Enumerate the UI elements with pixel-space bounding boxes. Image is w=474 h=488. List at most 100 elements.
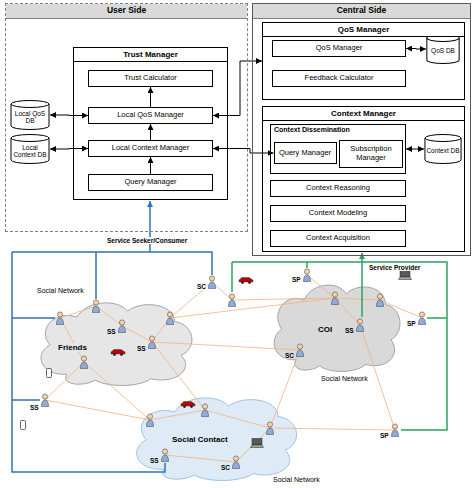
network-label: SC bbox=[196, 283, 207, 290]
network-label: SC bbox=[220, 464, 231, 471]
process-box: Trust Calculator bbox=[88, 70, 213, 87]
connector-arrow bbox=[150, 124, 151, 140]
network-label: SP bbox=[379, 432, 390, 439]
database-cylinder: Context DB bbox=[424, 134, 462, 164]
phone-icon bbox=[21, 421, 26, 430]
cylinder-top bbox=[11, 101, 49, 108]
database-cylinder: Local QoS DB bbox=[10, 100, 50, 130]
process-box: Feedback Calculator bbox=[272, 70, 406, 87]
database-cylinder: Local Context DB bbox=[10, 134, 50, 164]
group-box: Context DisseminationQuery Manager Subscr… bbox=[270, 124, 406, 174]
process-box: Context Acquisition bbox=[270, 230, 406, 247]
car-icon bbox=[239, 278, 253, 284]
label-holder: SP bbox=[379, 432, 390, 439]
database-label: Context DB bbox=[426, 147, 459, 154]
side-title: User Side bbox=[6, 4, 247, 19]
manager-box: Trust ManagerTrust CalculatorLocal QoS M… bbox=[73, 47, 228, 200]
label-holder: Social Network bbox=[36, 287, 85, 295]
box-label: Query Manager bbox=[124, 178, 176, 187]
network-label: Service Seeker/Consumer bbox=[106, 237, 188, 244]
network-label: SP bbox=[406, 320, 417, 327]
network-label: SC bbox=[284, 352, 295, 359]
network-label: SS bbox=[149, 457, 160, 464]
network-label: SS bbox=[344, 327, 355, 334]
manager-title: Trust Manager bbox=[74, 48, 227, 62]
box-label: Context Acquisition bbox=[306, 234, 370, 243]
person-icon bbox=[209, 276, 216, 289]
connector-arrow bbox=[213, 149, 274, 154]
manager-title: QoS Manager bbox=[263, 23, 464, 37]
label-holder: Service Seeker/Consumer bbox=[106, 237, 188, 244]
phone-icon bbox=[47, 369, 52, 378]
cylinder-top bbox=[425, 135, 461, 142]
side-panel: Central SideQoS ManagerQoS ManagerFeedba… bbox=[252, 3, 471, 256]
label-holder: SC bbox=[196, 283, 207, 290]
social-cloud: Friends bbox=[30, 298, 198, 386]
cloud-label: COI bbox=[316, 325, 334, 334]
network-label: Social Network bbox=[320, 375, 369, 383]
group-title: Context Dissemination bbox=[271, 125, 405, 135]
label-holder: SP bbox=[406, 320, 417, 327]
process-box: Local QoS Manager bbox=[88, 107, 213, 124]
box-label: Local Context Manager bbox=[112, 144, 190, 153]
box-label: Feedback Calculator bbox=[305, 74, 374, 83]
cylinder-top bbox=[11, 135, 49, 142]
connector-arrow bbox=[50, 115, 88, 117]
process-box: Local Context Manager bbox=[88, 140, 213, 157]
label-holder: Service Provider bbox=[368, 264, 421, 271]
label-holder: SS bbox=[106, 328, 117, 335]
cloud-shape bbox=[137, 398, 297, 481]
person-icon bbox=[304, 269, 311, 282]
cylinder-top bbox=[427, 35, 459, 42]
box-label: Local QoS Manager bbox=[117, 111, 184, 120]
network-label: Social Network bbox=[36, 287, 85, 295]
process-box: Context Modeling bbox=[270, 205, 406, 222]
box-label: Context Reasoning bbox=[306, 184, 370, 193]
side-panel: User SideTrust ManagerTrust CalculatorLo… bbox=[5, 3, 248, 232]
database-cylinder: QoS DB bbox=[426, 34, 460, 64]
network-label: SS bbox=[106, 328, 117, 335]
connector-arrow bbox=[213, 61, 262, 116]
network-label: SP bbox=[291, 276, 302, 283]
database-label: Local Context DB bbox=[12, 144, 48, 158]
label-holder: Social Network bbox=[272, 476, 321, 484]
box-label: QoS Manager bbox=[316, 44, 363, 53]
person-icon bbox=[419, 312, 426, 325]
social-cloud: Social Contact bbox=[125, 393, 303, 481]
person-icon bbox=[332, 292, 339, 305]
cloud-shape bbox=[41, 303, 192, 386]
label-holder: SS bbox=[136, 345, 147, 352]
database-label: QoS DB bbox=[431, 47, 455, 54]
network-label: SS bbox=[29, 404, 40, 411]
laptop-icon bbox=[399, 271, 412, 280]
manager-title: Context Manager bbox=[263, 107, 464, 121]
cloud-outline bbox=[30, 298, 198, 386]
box-label: Subscription Manager bbox=[343, 145, 399, 162]
network-label: Social Network bbox=[272, 476, 321, 484]
label-holder: Social Network bbox=[320, 375, 369, 383]
box-label: Query Manager bbox=[279, 149, 331, 158]
person-icon bbox=[42, 394, 49, 407]
person-icon bbox=[229, 294, 236, 307]
process-box: Subscription Manager bbox=[339, 140, 403, 168]
cloud-label: Friends bbox=[56, 343, 89, 352]
network-label: SS bbox=[136, 345, 147, 352]
manager-box: Context ManagerContext DisseminationQuer… bbox=[262, 106, 465, 252]
cloud-shape bbox=[274, 285, 400, 371]
database-label: Local QoS DB bbox=[12, 110, 48, 124]
person-icon bbox=[392, 424, 399, 437]
connector-arrow bbox=[406, 149, 424, 150]
process-box: Query Manager bbox=[88, 174, 213, 191]
label-holder: SP bbox=[291, 276, 302, 283]
connector-arrow bbox=[150, 157, 151, 174]
cloud-label: Social Contact bbox=[170, 435, 230, 444]
process-box: QoS Manager bbox=[272, 40, 406, 57]
connector-arrow bbox=[406, 48, 426, 50]
process-box: Query Manager bbox=[274, 142, 337, 164]
label-holder: SS bbox=[149, 457, 160, 464]
connector-arrow bbox=[150, 87, 151, 107]
